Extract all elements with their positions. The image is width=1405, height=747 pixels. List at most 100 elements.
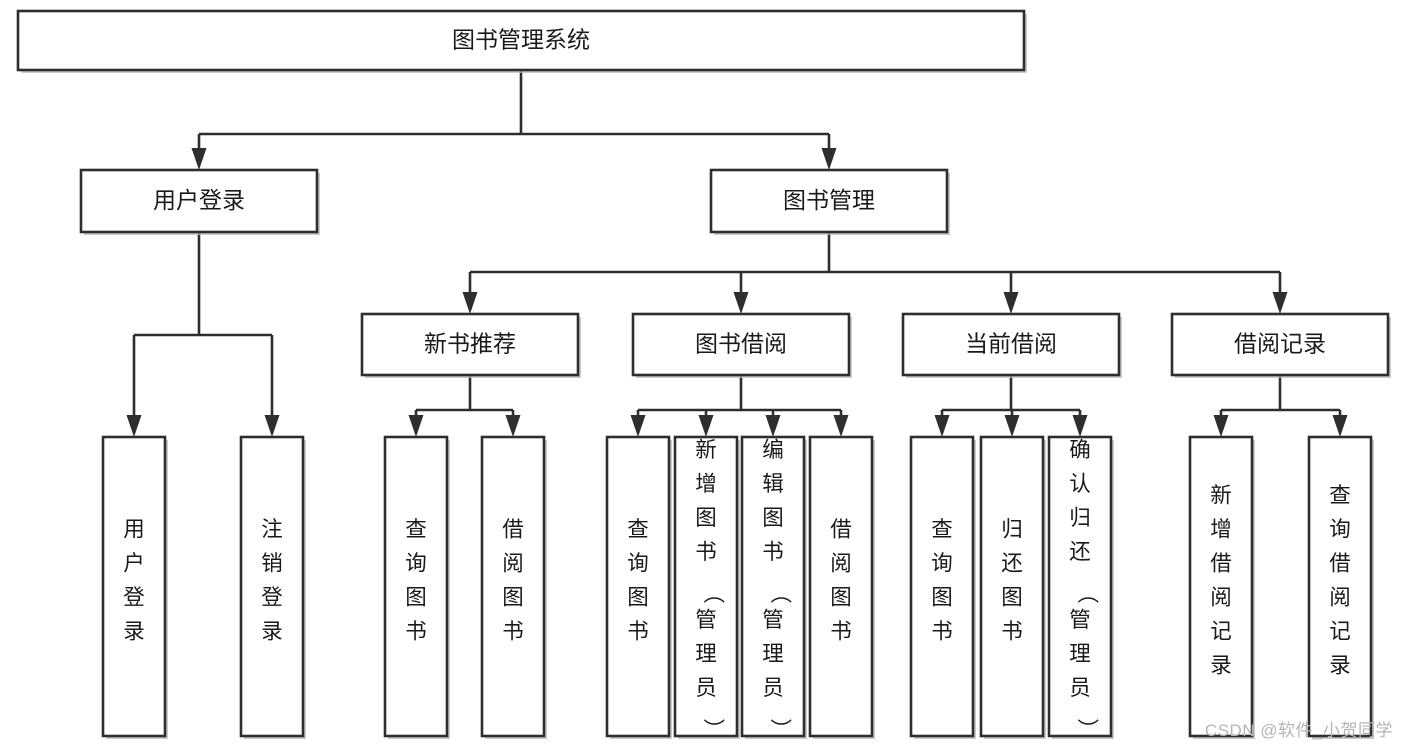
connector-edge-borrow-edit: [765, 410, 781, 437]
node-label-char: 录: [1210, 654, 1232, 678]
node-label: 用户登录: [153, 187, 245, 213]
node-box[interactable]: [79, 168, 319, 234]
node-label-char: （: [1075, 582, 1099, 604]
node-label: 借阅记录: [1234, 331, 1326, 357]
node-label-char: 书: [1001, 620, 1023, 644]
node-box[interactable]: [1170, 312, 1390, 377]
node-box[interactable]: [239, 435, 305, 738]
arrowhead-icon: [765, 415, 781, 437]
node-label-char: 录: [261, 620, 283, 644]
node-label-char: 认: [1069, 472, 1091, 496]
node-label-char: 新: [1210, 484, 1232, 508]
node-label-char: ）: [701, 718, 725, 740]
node-root[interactable]: 图书管理系统: [16, 9, 1027, 73]
arrowhead-icon: [698, 415, 714, 437]
node-label-char: 查: [1329, 484, 1351, 508]
node-box[interactable]: [1307, 435, 1373, 738]
node-label-char: 书: [502, 620, 524, 644]
node-label-char: 确: [1069, 438, 1091, 462]
node-box[interactable]: [101, 435, 167, 738]
node-box[interactable]: [1188, 435, 1254, 738]
node-new-book-recommend[interactable]: 新书推荐: [360, 312, 581, 378]
node-box[interactable]: [360, 312, 580, 377]
connector-edge-current-return: [1004, 410, 1020, 437]
node-label-char: 借: [1329, 552, 1351, 576]
csdn-watermark: CSDN @软件_小贺同学: [1204, 721, 1393, 740]
node-book-borrow[interactable]: 图书借阅: [631, 312, 852, 378]
connector-edge-current-query: [934, 410, 950, 437]
node-box[interactable]: [901, 312, 1121, 377]
connector-group-borrow-record: [1213, 375, 1348, 437]
arrowhead-icon: [934, 415, 950, 437]
node-user-login[interactable]: 用户登录: [79, 168, 320, 235]
node-layer: 图书管理系统用户登录图书管理新书推荐图书借阅当前借阅借阅记录用户登录注销登录查询…: [16, 9, 1391, 740]
connector-group-book-manage: [462, 232, 1288, 314]
node-label-char: 录: [1329, 654, 1351, 678]
node-box[interactable]: [16, 9, 1026, 72]
node-box[interactable]: [631, 312, 851, 377]
node-label-char: ）: [768, 718, 792, 740]
node-book-manage[interactable]: 图书管理: [709, 168, 950, 235]
node-box[interactable]: [383, 435, 449, 738]
node-label-char: ）: [1075, 718, 1099, 740]
connector-edge-current-confirm: [1072, 410, 1088, 437]
node-label-char: 图: [762, 506, 784, 530]
node-box[interactable]: [740, 435, 806, 738]
node-box[interactable]: [673, 435, 739, 738]
node-label-char: 记: [1329, 620, 1351, 644]
node-box[interactable]: [709, 168, 949, 234]
arrowhead-icon: [833, 415, 849, 437]
node-borrow-record[interactable]: 借阅记录: [1170, 312, 1391, 378]
connector-edge-record-add: [1213, 410, 1229, 437]
arrowhead-icon: [1332, 415, 1348, 437]
connector-edge-bookmanage-current: [1003, 272, 1019, 314]
arrowhead-icon: [1272, 292, 1288, 314]
node-label: 图书管理系统: [452, 27, 590, 53]
node-label-char: 图: [695, 506, 717, 530]
node-current-borrow[interactable]: 当前借阅: [901, 312, 1122, 378]
node-label-char: 图: [405, 586, 427, 610]
arrowhead-icon: [264, 415, 280, 437]
node-label-char: 借: [1210, 552, 1232, 576]
arrowhead-icon: [1213, 415, 1229, 437]
node-box[interactable]: [808, 435, 874, 738]
node-label: 新书推荐: [424, 331, 516, 357]
node-box[interactable]: [605, 435, 671, 738]
connector-edge-record-query: [1332, 410, 1348, 437]
connector-layer: [126, 70, 1348, 437]
node-label-char: 记: [1210, 620, 1232, 644]
node-box[interactable]: [979, 435, 1045, 738]
node-label-char: 理: [1069, 642, 1091, 666]
connector-edge-userlogin-leaf1: [126, 335, 142, 437]
node-box[interactable]: [480, 435, 546, 738]
node-box[interactable]: [1047, 435, 1113, 738]
arrowhead-icon: [462, 292, 478, 314]
node-label: 图书借阅: [695, 331, 787, 357]
node-leaf-user-login[interactable]: 用户登录: [101, 435, 168, 739]
node-label-char: 归: [1001, 518, 1023, 542]
connector-group-root: [191, 70, 837, 170]
node-label-char: 图: [502, 586, 524, 610]
node-box[interactable]: [909, 435, 975, 738]
